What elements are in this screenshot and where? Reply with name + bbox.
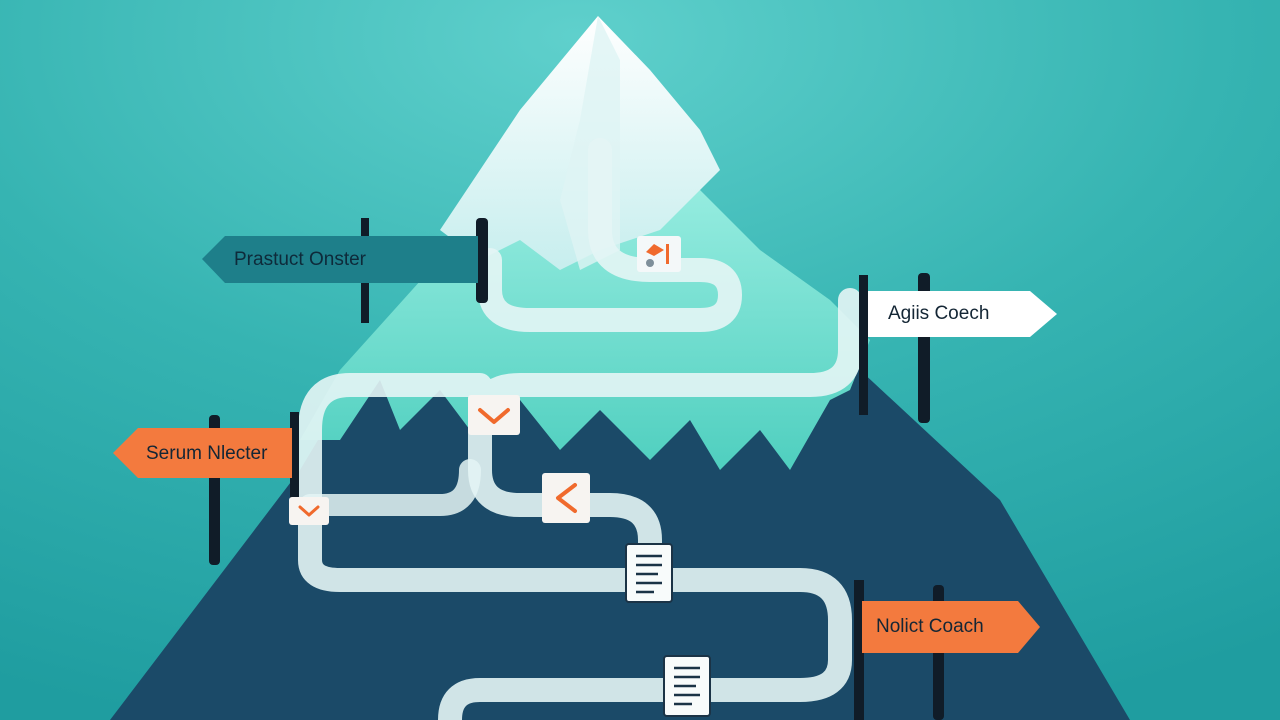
chevron-down-icon xyxy=(289,497,329,525)
sign-agile-coach xyxy=(868,291,1057,337)
sign-value-coach-label: Nolict Coach xyxy=(876,616,984,637)
sign-agile-coach-label: Agiis Coech xyxy=(888,303,989,324)
sign-scrum-master xyxy=(113,428,292,478)
sign-product-owner xyxy=(202,236,478,283)
sign-post xyxy=(859,275,868,415)
chevron-left-icon xyxy=(542,473,590,523)
sign-value-coach xyxy=(862,601,1040,653)
flag-icon xyxy=(637,236,681,272)
sign-scrum-master-label: Serum Nlecter xyxy=(146,443,268,464)
document-icon xyxy=(663,655,711,717)
winding-path-branch xyxy=(299,459,481,516)
winding-path xyxy=(298,138,862,720)
sign-post xyxy=(290,412,299,517)
sign-post xyxy=(476,218,488,303)
chevron-down-icon xyxy=(468,395,520,435)
document-icon xyxy=(625,543,673,603)
sign-product-owner-label: Prastuct Onster xyxy=(234,249,367,270)
sign-post xyxy=(854,580,864,720)
